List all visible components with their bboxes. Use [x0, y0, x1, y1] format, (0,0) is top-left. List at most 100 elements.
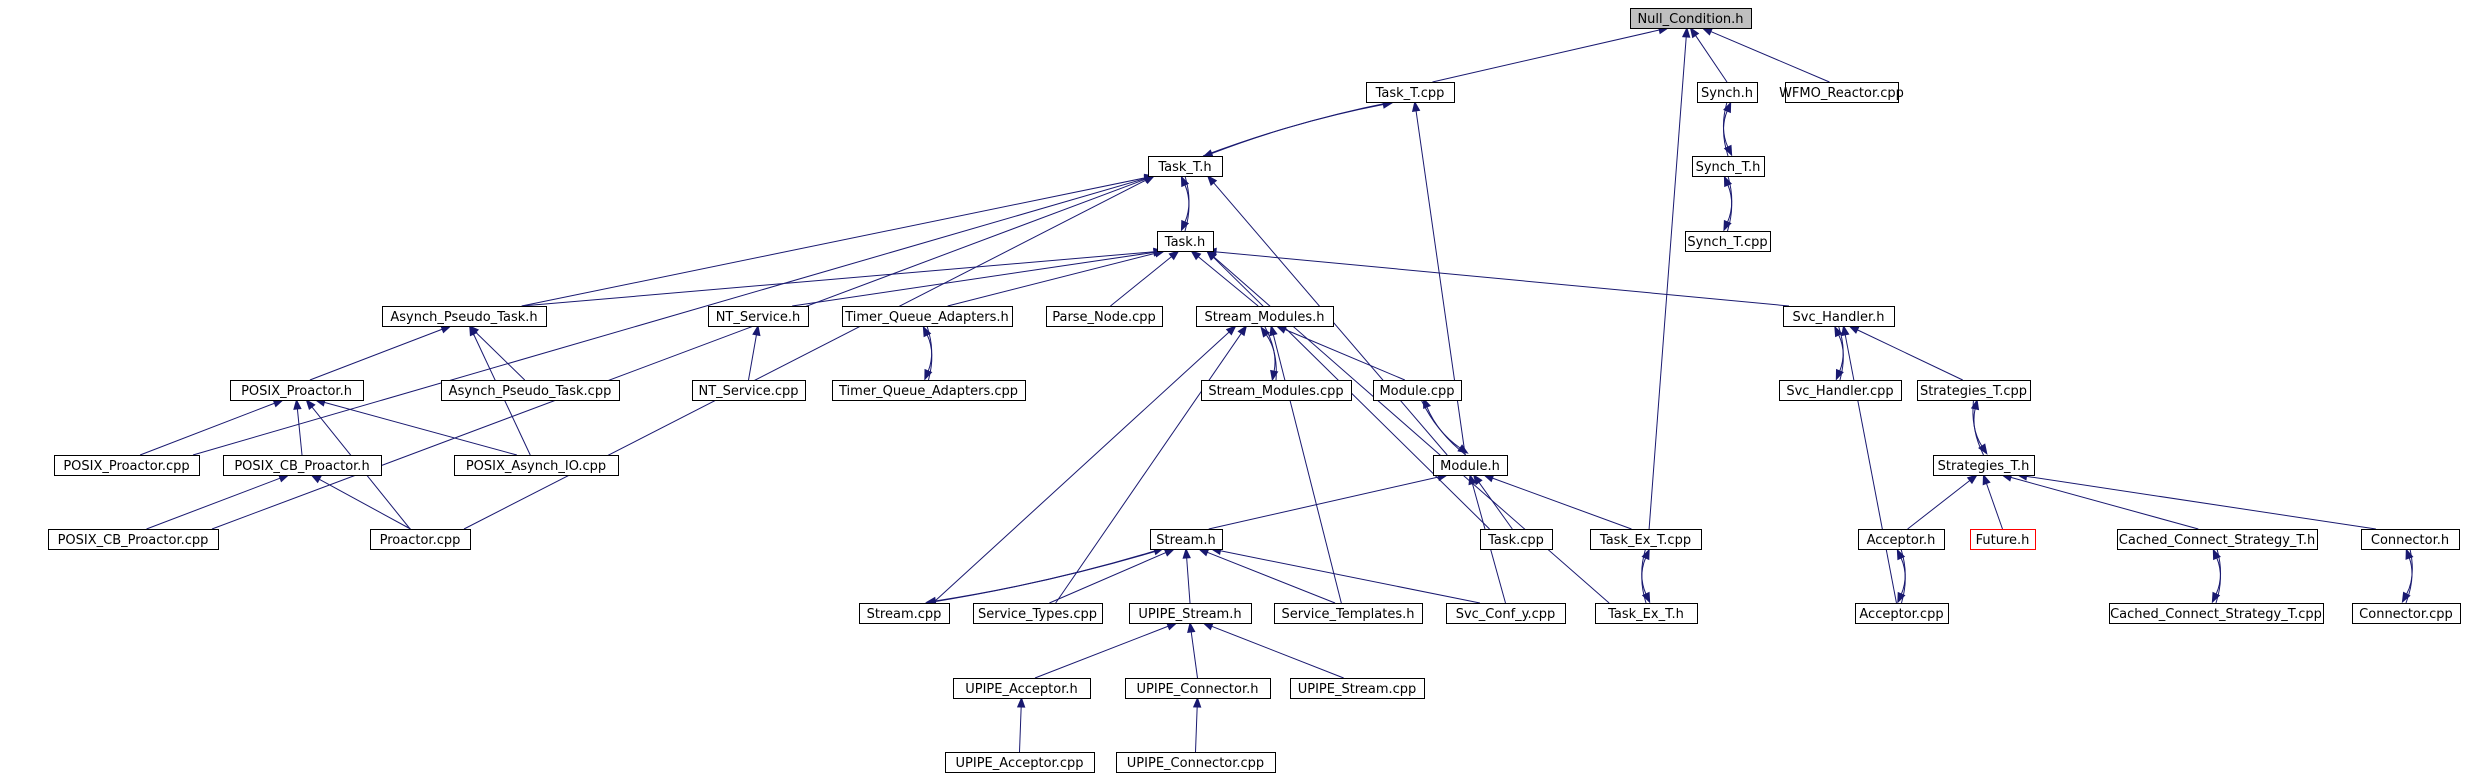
node-posix-asynch-io-cpp[interactable]: POSIX_Asynch_IO.cpp	[454, 455, 619, 476]
edge-asynch_pseudo_task_h-to-task_t_h	[521, 173, 1156, 307]
edge-arrowhead	[2211, 591, 2221, 604]
node-task-ex-t-h[interactable]: Task_Ex_T.h	[1595, 603, 1698, 624]
edge-posix_cb_proactor_h-to-posix_proactor_h	[293, 398, 303, 456]
edge-module_h-to-task_t_cpp	[1411, 100, 1466, 456]
node-label: Asynch_Pseudo_Task.h	[390, 310, 537, 325]
edge-arrowhead	[1270, 369, 1279, 382]
node-synch-t-h[interactable]: Synch_T.h	[1692, 156, 1765, 177]
node-service-types-cpp[interactable]: Service_Types.cpp	[973, 603, 1103, 624]
node-box	[370, 529, 471, 550]
node-service-templates-h[interactable]: Service_Templates.h	[1274, 603, 1423, 624]
node-upipe-stream-cpp[interactable]: UPIPE_Stream.cpp	[1290, 678, 1425, 699]
node-module-h[interactable]: Module.h	[1433, 455, 1508, 476]
edge-line	[2406, 548, 2413, 595]
node-task-cpp[interactable]: Task.cpp	[1480, 529, 1553, 550]
node-box	[842, 306, 1013, 327]
edge-line	[1838, 325, 1844, 372]
edge-arrowhead	[1982, 473, 1991, 486]
edge-line	[192, 178, 1146, 456]
node-svc-handler-h[interactable]: Svc_Handler.h	[1783, 306, 1895, 327]
node-stream-modules-h[interactable]: Stream_Modules.h	[1196, 306, 1334, 327]
node-synch-h[interactable]: Synch.h	[1697, 82, 1758, 103]
node-synch-t-cpp[interactable]: Synch_T.cpp	[1685, 231, 1771, 252]
node-svc-handler-cpp[interactable]: Svc_Handler.cpp	[1779, 380, 1902, 401]
node-box	[1274, 603, 1423, 624]
edge-proactor_cpp-to-task_t_h	[463, 175, 1156, 530]
edge-arrowhead	[1411, 100, 1421, 113]
node-label: Future.h	[1976, 533, 2030, 548]
node-upipe-stream-h[interactable]: UPIPE_Stream.h	[1129, 603, 1252, 624]
edge-line	[1478, 482, 1513, 530]
node-upipe-acceptor-h[interactable]: UPIPE_Acceptor.h	[953, 678, 1091, 699]
node-upipe-connector-h[interactable]: UPIPE_Connector.h	[1125, 678, 1271, 699]
edge-task_t_h-to-task_h	[1180, 175, 1190, 232]
node-task-ex-t-cpp[interactable]: Task_Ex_T.cpp	[1590, 529, 1702, 550]
edge-line	[146, 477, 281, 530]
node-box	[2352, 603, 2461, 624]
node-acceptor-h[interactable]: Acceptor.h	[1858, 529, 1945, 550]
node-acceptor-cpp[interactable]: Acceptor.cpp	[1855, 603, 1949, 624]
edge-proactor_cpp-to-posix_cb_proactor_h	[310, 474, 411, 530]
node-future-h[interactable]: Future.h	[1970, 529, 2036, 550]
node-stream-cpp[interactable]: Stream.cpp	[859, 603, 950, 624]
node-wfmo-reactor-cpp[interactable]: WFMO_Reactor.cpp	[1779, 82, 1904, 103]
node-task-h[interactable]: Task.h	[1157, 231, 1214, 252]
edge-arrowhead	[469, 324, 478, 337]
node-label: UPIPE_Stream.cpp	[1298, 682, 1417, 697]
node-cached-connect-strategy-t-cpp[interactable]: Cached_Connect_Strategy_T.cpp	[2109, 603, 2324, 624]
node-task-t-h[interactable]: Task_T.h	[1148, 156, 1223, 177]
node-nt-service-h[interactable]: NT_Service.h	[708, 306, 809, 327]
edge-nt_service_cpp-to-nt_service_h	[748, 324, 761, 381]
node-nt-service-cpp[interactable]: NT_Service.cpp	[692, 380, 806, 401]
node-box	[2109, 603, 2324, 624]
node-parse-node-cpp[interactable]: Parse_Node.cpp	[1046, 306, 1163, 327]
node-strategies-t-h[interactable]: Strategies_T.h	[1933, 455, 2035, 476]
node-asynch-pseudo-task-h[interactable]: Asynch_Pseudo_Task.h	[382, 306, 547, 327]
edge-line	[1190, 631, 1198, 679]
node-proactor-cpp[interactable]: Proactor.cpp	[370, 529, 471, 550]
node-posix-proactor-cpp[interactable]: POSIX_Proactor.cpp	[54, 455, 200, 476]
edge-connector_h-to-connector_cpp	[2401, 548, 2413, 604]
edge-arrowhead	[1457, 444, 1469, 454]
node-upipe-acceptor-cpp[interactable]: UPIPE_Acceptor.cpp	[945, 752, 1095, 773]
node-svc-conf-y-cpp[interactable]: Svc_Conf_y.cpp	[1446, 603, 1566, 624]
node-label: Connector.cpp	[2359, 607, 2453, 622]
node-label: Synch_T.h	[1696, 160, 1761, 175]
node-connector-cpp[interactable]: Connector.cpp	[2352, 603, 2461, 624]
edge-arrowhead	[1180, 219, 1190, 232]
node-timer-queue-adapters-cpp[interactable]: Timer_Queue_Adapters.cpp	[832, 380, 1026, 401]
node-stream-h[interactable]: Stream.h	[1150, 529, 1223, 550]
edge-line	[1972, 399, 1983, 447]
edge-arrowhead	[1192, 696, 1202, 708]
node-box	[1783, 306, 1895, 327]
node-asynch-pseudo-task-cpp[interactable]: Asynch_Pseudo_Task.cpp	[441, 380, 620, 401]
node-null-condition-h[interactable]: Null_Condition.h	[1630, 8, 1752, 29]
edge-arrowhead	[1896, 548, 1906, 561]
node-task-t-cpp[interactable]: Task_T.cpp	[1366, 82, 1455, 103]
node-timer-queue-adapters-h[interactable]: Timer_Queue_Adapters.h	[842, 306, 1013, 327]
edge-task_t_cpp-to-null_condition_h	[1432, 25, 1670, 83]
node-label: NT_Service.cpp	[699, 384, 799, 399]
edge-arrowhead	[2401, 591, 2411, 604]
edge-arrowhead	[922, 325, 932, 338]
edge-line	[1857, 329, 1963, 381]
edge-module_cpp-to-stream_modules_h	[1275, 325, 1405, 381]
edge-line	[1710, 31, 1830, 83]
edge-synch_h-to-synch_t_h	[1722, 101, 1733, 157]
node-module-cpp[interactable]: Module.cpp	[1373, 380, 1462, 401]
node-box	[1697, 82, 1758, 103]
node-stream-modules-cpp[interactable]: Stream_Modules.cpp	[1201, 380, 1352, 401]
node-cached-connect-strategy-t-h[interactable]: Cached_Connect_Strategy_T.h	[2117, 529, 2318, 550]
node-posix-proactor-h[interactable]: POSIX_Proactor.h	[230, 380, 364, 401]
node-label: WFMO_Reactor.cpp	[1779, 86, 1904, 101]
node-posix-cb-proactor-h[interactable]: POSIX_CB_Proactor.h	[223, 455, 382, 476]
node-connector-h[interactable]: Connector.h	[2361, 529, 2460, 550]
edge-line	[1844, 334, 1897, 604]
node-upipe-connector-cpp[interactable]: UPIPE_Connector.cpp	[1116, 752, 1276, 773]
node-strategies-t-cpp[interactable]: Strategies_T.cpp	[1917, 380, 2031, 401]
node-box	[1290, 678, 1425, 699]
edge-arrowhead	[1187, 621, 1196, 633]
edge-line	[792, 251, 1155, 307]
node-posix-cb-proactor-cpp[interactable]: POSIX_CB_Proactor.cpp	[48, 529, 219, 550]
node-box	[54, 455, 200, 476]
